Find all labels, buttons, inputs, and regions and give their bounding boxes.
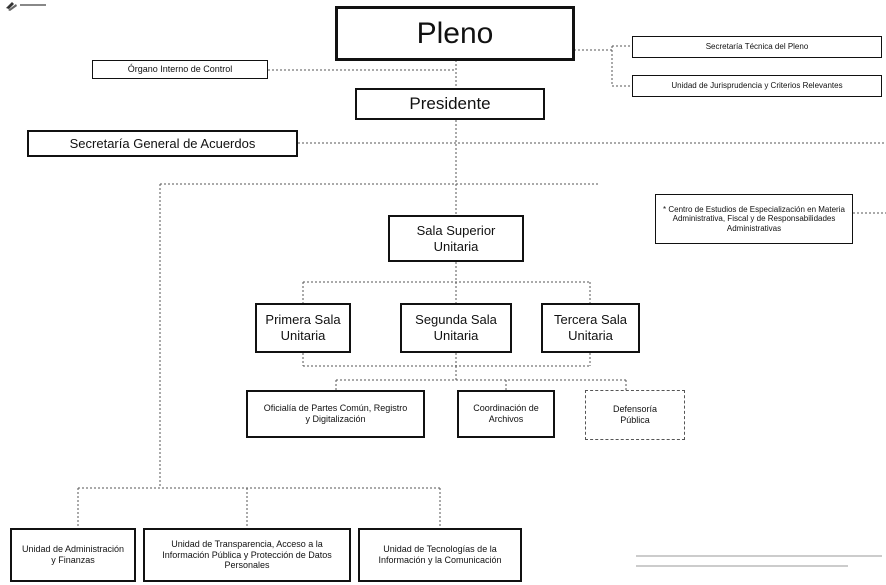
node-centro-estudios-label: * Centro de Estudios de Especialización …: [663, 204, 845, 233]
node-tercera-sala: Tercera Sala Unitaria: [541, 303, 640, 353]
node-primera-sala-label: Primera Sala Unitaria: [265, 312, 341, 343]
node-oficialia-label: Oficialía de Partes Común, Registro y Di…: [263, 403, 408, 424]
node-unidad-tecnologias: Unidad de Tecnologías de la Información …: [358, 528, 522, 582]
node-secretaria-general-label: Secretaría General de Acuerdos: [69, 135, 256, 151]
node-unidad-administracion-label: Unidad de Administración y Finanzas: [21, 544, 125, 565]
node-coordinacion-archivos: Coordinación de Archivos: [457, 390, 555, 438]
node-organo-interno-label: Órgano Interno de Control: [127, 64, 233, 75]
faint-watermark-text: [636, 555, 882, 567]
node-presidente-label: Presidente: [409, 93, 491, 113]
node-segunda-sala-label: Segunda Sala Unitaria: [415, 312, 497, 343]
node-sala-superior: Sala Superior Unitaria: [388, 215, 524, 262]
node-secretaria-general: Secretaría General de Acuerdos: [27, 130, 298, 157]
node-pleno: Pleno: [335, 6, 575, 61]
node-segunda-sala: Segunda Sala Unitaria: [400, 303, 512, 353]
node-secretaria-tecnica-label: Secretaría Técnica del Pleno: [705, 42, 809, 52]
node-organo-interno: Órgano Interno de Control: [92, 60, 268, 79]
node-primera-sala: Primera Sala Unitaria: [255, 303, 351, 353]
node-unidad-jurisprudencia-label: Unidad de Jurisprudencia y Criterios Rel…: [671, 81, 843, 91]
node-oficialia: Oficialía de Partes Común, Registro y Di…: [246, 390, 425, 438]
node-unidad-transparencia-label: Unidad de Transparencia, Acceso a la Inf…: [162, 538, 332, 571]
node-presidente: Presidente: [355, 88, 545, 120]
node-unidad-jurisprudencia: Unidad de Jurisprudencia y Criterios Rel…: [632, 75, 882, 97]
node-coordinacion-archivos-label: Coordinación de Archivos: [473, 403, 539, 424]
node-defensoria: Defensoría Pública: [585, 390, 685, 440]
node-defensoria-label: Defensoría Pública: [612, 404, 658, 425]
logo-icon: [6, 2, 46, 11]
node-sala-superior-label: Sala Superior Unitaria: [416, 222, 496, 254]
node-unidad-tecnologias-label: Unidad de Tecnologías de la Información …: [378, 544, 502, 565]
node-pleno-label: Pleno: [416, 16, 494, 50]
node-unidad-administracion: Unidad de Administración y Finanzas: [10, 528, 136, 582]
node-unidad-transparencia: Unidad de Transparencia, Acceso a la Inf…: [143, 528, 351, 582]
node-secretaria-tecnica: Secretaría Técnica del Pleno: [632, 36, 882, 58]
node-centro-estudios: * Centro de Estudios de Especialización …: [655, 194, 853, 244]
node-tercera-sala-label: Tercera Sala Unitaria: [554, 312, 627, 343]
